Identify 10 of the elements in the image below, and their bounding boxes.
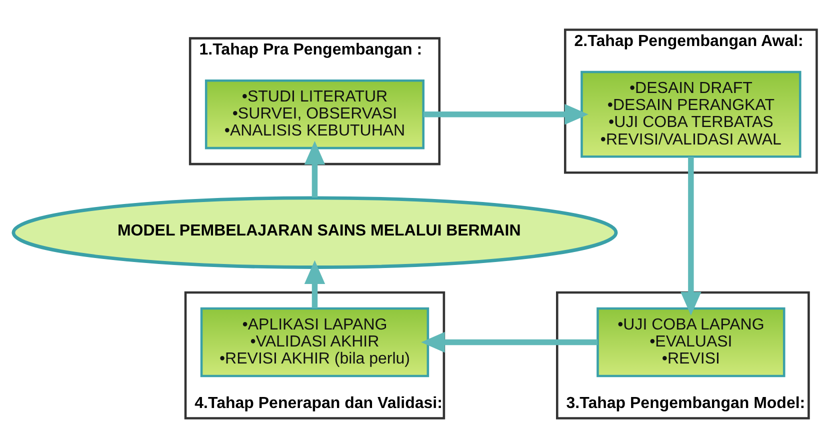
arrow — [304, 140, 326, 197]
arrow — [680, 156, 702, 316]
node-box: •STUDI LITERATUR •SURVEI, OBSERVASI •ANALISIS KEBUTUHAN — [204, 78, 424, 149]
arrow — [421, 331, 598, 352]
node-box: •APLIKASI LAPANG •VALIDASI AKHIR •REVISI AKHIR (bila perlu) — [200, 306, 430, 377]
arrow — [304, 260, 326, 308]
node-ellipse: MODEL PEMBELAJARAN SAINS MELALUI BERMAIN — [12, 196, 618, 268]
node-box: •UJI COBA LAPANG •EVALUASI •REVISI — [596, 306, 786, 377]
arrow — [423, 103, 588, 124]
node-box: •DESAIN DRAFT •DESAIN PERANGKAT •UJI COBA TERBATAS •REVISI/VALIDASI AWAL — [580, 70, 802, 158]
